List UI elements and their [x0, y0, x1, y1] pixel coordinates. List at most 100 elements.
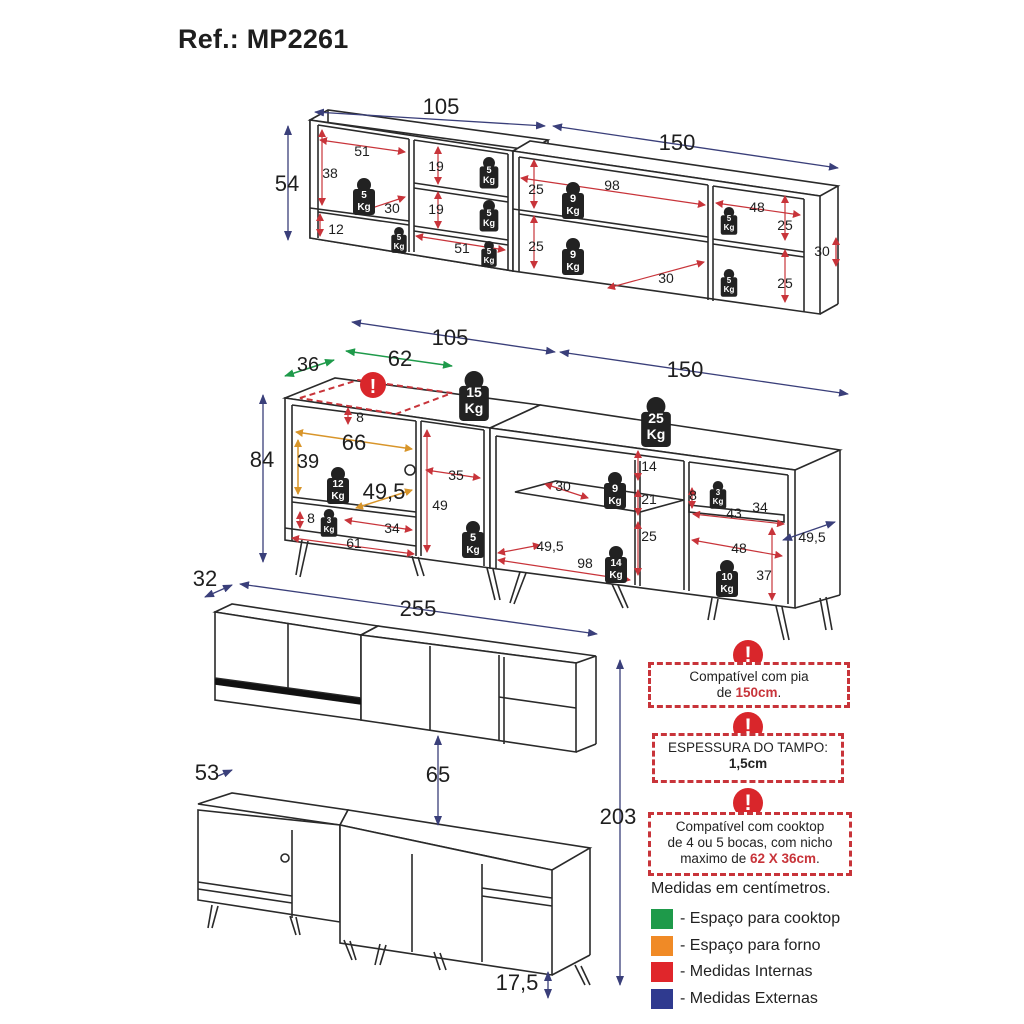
legend-label: - Espaço para forno — [680, 936, 821, 954]
svg-text:5: 5 — [487, 247, 492, 256]
legend-swatch-blue — [651, 988, 673, 1009]
svg-text:14: 14 — [610, 558, 622, 569]
weight-badge: 3Kg — [709, 481, 727, 509]
cooktop-niche — [299, 378, 453, 416]
dim-u-38: 38 — [322, 165, 338, 181]
dim-u-25c: 25 — [777, 217, 793, 233]
legend: Medidas em centímetros. - Espaço para co… — [651, 880, 840, 1012]
dim-l-21: 21 — [641, 491, 657, 507]
dim-u-30b: 30 — [658, 270, 674, 286]
dim-l-49-5c: 49,5 — [798, 529, 825, 545]
svg-text:Kg: Kg — [608, 496, 621, 507]
svg-text:5: 5 — [486, 165, 491, 175]
dim-l-48: 48 — [731, 540, 747, 556]
dim-u-51a: 51 — [354, 143, 370, 159]
dim-l-8b: 8 — [307, 510, 315, 526]
svg-text:Kg: Kg — [324, 525, 335, 534]
dim-lower-84: 84 — [250, 447, 274, 472]
svg-text:10: 10 — [721, 572, 733, 583]
weight-badge: 5Kg — [462, 521, 484, 558]
svg-text:!: ! — [370, 376, 377, 398]
dim-u-19a: 19 — [428, 158, 444, 174]
weight-badge: 5Kg — [479, 200, 499, 232]
dim-l-30: 30 — [555, 478, 571, 494]
cooktop-note-line2: de 4 ou 5 bocas, com nicho — [667, 835, 833, 850]
weight-badges: 5Kg 5Kg 5Kg 5Kg 5Kg 9Kg 9Kg 5Kg 5Kg 15Kg… — [320, 157, 738, 597]
cooktop-warning-icon: ! — [360, 372, 386, 398]
dim-l-66: 66 — [342, 430, 366, 455]
svg-text:3: 3 — [327, 516, 332, 525]
dim-lower-150: 150 — [667, 357, 704, 382]
svg-text:5: 5 — [397, 233, 402, 242]
svg-text:25: 25 — [648, 410, 664, 426]
top-note-value: 1,5cm — [728, 756, 768, 771]
dim-l-35: 35 — [448, 467, 464, 483]
dim-u-30a: 30 — [384, 200, 400, 216]
legend-swatch-orange — [651, 935, 673, 956]
dim-l-25: 25 — [641, 528, 657, 544]
svg-text:9: 9 — [612, 483, 618, 495]
svg-text:Kg: Kg — [724, 285, 735, 294]
svg-text:Kg: Kg — [483, 175, 495, 185]
legend-item-internal: - Medidas Internas — [651, 959, 840, 986]
dim-u-30c: 30 — [814, 243, 830, 259]
svg-text:Kg: Kg — [724, 223, 735, 232]
full-kitchen-front-drawing — [197, 603, 597, 986]
weight-badge: 3Kg — [320, 509, 338, 537]
svg-text:Kg: Kg — [483, 218, 495, 228]
svg-text:Kg: Kg — [394, 242, 405, 251]
svg-text:Kg: Kg — [484, 256, 495, 265]
cooktop-compatibility-note: Compatível com cooktop de 4 ou 5 bocas, … — [648, 812, 852, 876]
dim-all-32: 32 — [193, 566, 217, 591]
top-thickness-note: ESPESSURA DO TAMPO: 1,5cm — [652, 733, 844, 783]
dim-all-53: 53 — [195, 760, 219, 785]
dim-u-25d: 25 — [777, 275, 793, 291]
svg-text:Kg: Kg — [713, 497, 724, 506]
dim-l-8a: 8 — [356, 409, 364, 425]
dim-u-25b: 25 — [528, 238, 544, 254]
dim-l-98: 98 — [577, 555, 593, 571]
page-title: Ref.: MP2261 — [178, 24, 349, 54]
cooktop-dimension-lines — [284, 348, 453, 378]
dim-l-43: 43 — [726, 505, 742, 521]
legend-item-cooktop: - Espaço para cooktop — [651, 906, 840, 933]
svg-text:5: 5 — [727, 276, 732, 285]
weight-badge: 5Kg — [720, 207, 738, 235]
dim-all-17-5: 17,5 — [496, 970, 539, 995]
external-dimension-lines — [204, 108, 849, 999]
cooktop-note-line1: Compatível com cooktop — [675, 819, 825, 834]
dim-u-19b: 19 — [428, 201, 444, 217]
legend-item-oven: - Espaço para forno — [651, 933, 840, 960]
svg-text:9: 9 — [570, 193, 576, 205]
dim-l-14: 14 — [641, 458, 657, 474]
dim-l-49-5a: 49,5 — [363, 479, 406, 504]
legend-item-external: - Medidas Externas — [651, 986, 840, 1013]
oven-dimension-lines — [294, 429, 413, 510]
dim-upper-150: 150 — [659, 130, 696, 155]
dim-l-49-5b: 49,5 — [536, 538, 563, 554]
dim-u-12: 12 — [328, 221, 344, 237]
legend-swatch-green — [651, 909, 673, 930]
dim-l-39: 39 — [297, 451, 319, 473]
dim-lower-36: 36 — [297, 354, 319, 376]
svg-text:5: 5 — [470, 532, 476, 544]
cooktop-note-value: 62 X 36cm — [749, 851, 817, 866]
dimension-labels: 105 150 54 51 38 19 19 30 12 51 25 98 25… — [193, 94, 830, 995]
dim-u-98: 98 — [604, 177, 620, 193]
internal-dimension-lines — [291, 129, 801, 601]
dim-upper-105: 105 — [423, 94, 460, 119]
svg-text:Kg: Kg — [566, 206, 579, 217]
svg-text:5: 5 — [727, 214, 732, 223]
svg-text:Kg: Kg — [720, 584, 733, 595]
svg-text:9: 9 — [570, 249, 576, 261]
svg-text:Kg: Kg — [466, 545, 479, 556]
dim-l-8c: 8 — [689, 487, 697, 503]
legend-heading: Medidas em centímetros. — [651, 880, 831, 897]
dim-upper-54: 54 — [275, 171, 299, 196]
